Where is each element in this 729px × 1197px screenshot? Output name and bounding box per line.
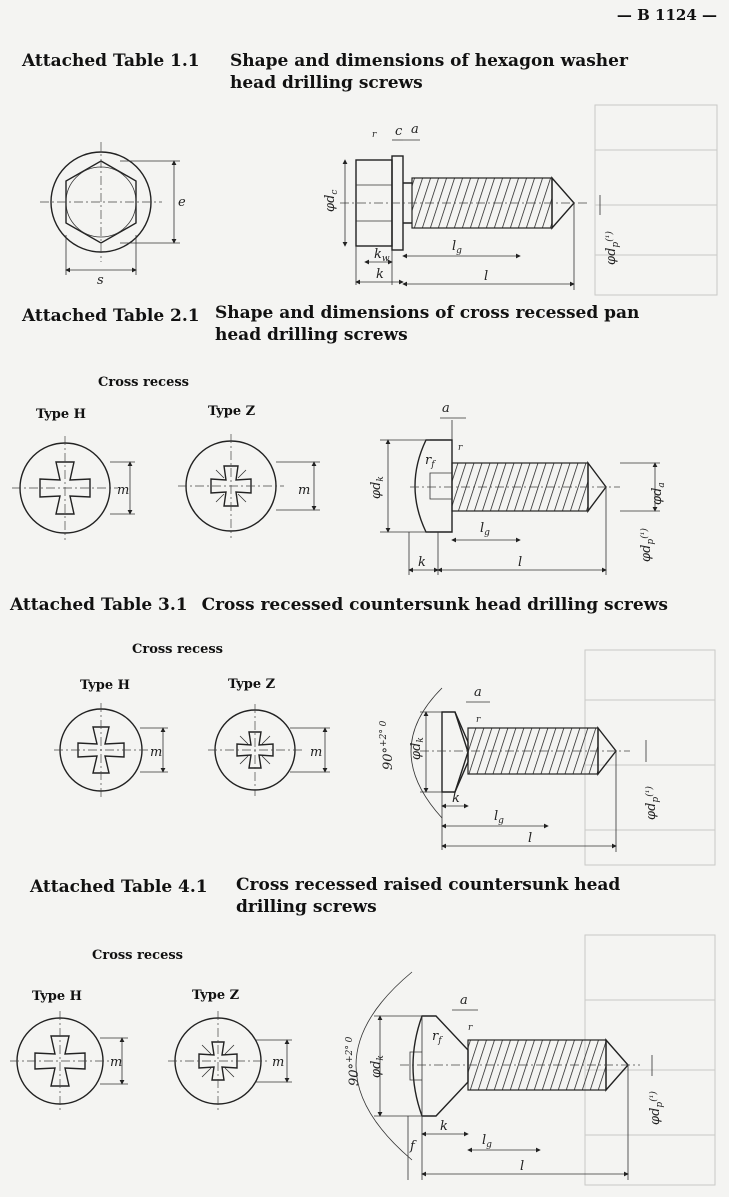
t2-dim-m-h: m <box>117 483 129 498</box>
t3-dim-lg: lg <box>494 809 504 826</box>
raised-countersunk-side-view: 90°+2° 0 φdk a r rf k lg f l φdp(¹) <box>345 971 665 1180</box>
t2-dim-l: l <box>518 555 522 570</box>
t3-dim-l: l <box>528 831 532 846</box>
table-2-title-line2: head drilling screws <box>215 325 408 345</box>
t3-dim-m-z: m <box>310 745 322 760</box>
hex-head-end-view: s e <box>40 142 186 288</box>
table-2-number: Attached Table 2.1 <box>22 306 200 326</box>
t4-dim-dp: φdp(¹) <box>648 1091 665 1125</box>
table-1-title-line1: Shape and dimensions of hexagon washer <box>230 51 628 71</box>
hex-head-side-view: φdc c a r kw k lg l φdp(¹) <box>323 122 621 290</box>
t4-dim-dk: φdk <box>369 1055 386 1078</box>
t4-dim-rf: rf <box>432 1029 443 1046</box>
t3-dim-dk: φdk <box>409 737 426 760</box>
dim-c-label: c <box>395 124 403 139</box>
t3-cross-recess-label: Cross recess <box>132 642 223 657</box>
t4-cross-recess-label: Cross recess <box>92 948 183 963</box>
t4-type-z-recess-view: m <box>168 1011 292 1111</box>
table-1-title: Attached Table 1.1 Shape and dimensions … <box>22 50 628 72</box>
dim-dc-label: φdc <box>323 190 340 212</box>
t3-dim-a: a <box>474 685 482 700</box>
t3-type-h-recess-view: m <box>54 703 168 797</box>
pan-head-side-view: φdk a r rf φda lg k l φdp(¹) <box>369 401 667 575</box>
t3-dim-m-h: m <box>150 745 162 760</box>
t2-dim-r: r <box>458 443 463 453</box>
t3-dim-k: k <box>452 791 460 806</box>
t3-type-h-label: Type H <box>80 678 130 693</box>
t4-dim-a: a <box>460 993 468 1008</box>
table-4-number: Attached Table 4.1 <box>30 877 208 897</box>
t3-type-z-recess-view: m <box>208 704 330 796</box>
t2-type-h-recess-view: m <box>12 436 135 540</box>
t2-dim-m-z: m <box>298 483 310 498</box>
t3-dim-r: r <box>476 715 481 725</box>
dim-k-label: k <box>376 267 384 282</box>
dim-s-label: s <box>97 273 104 288</box>
table-4-title-line2: drilling screws <box>236 897 377 917</box>
dim-l-label: l <box>484 269 488 284</box>
t4-dim-m-h: m <box>110 1055 122 1070</box>
dim-kw-label: kw <box>374 247 390 264</box>
t2-dim-lg: lg <box>480 521 490 538</box>
table-1-title-line2: head drilling screws <box>230 73 423 93</box>
t4-dim-l: l <box>520 1159 524 1174</box>
t4-dim-r: r <box>468 1023 473 1033</box>
t4-dim-f: f <box>409 1139 417 1154</box>
t3-dim-angle: 90°+2° 0 <box>379 720 396 770</box>
t4-dim-angle: 90°+2° 0 <box>345 1036 362 1086</box>
t2-type-h-label: Type H <box>36 407 86 422</box>
table-1-number: Attached Table 1.1 <box>22 51 200 71</box>
dim-e-label: e <box>178 195 186 210</box>
t3-type-z-label: Type Z <box>228 677 276 692</box>
table-2-title-line1: Shape and dimensions of cross recessed p… <box>215 303 640 323</box>
t2-dim-da: φda <box>650 482 667 505</box>
table-3-title: Attached Table 3.1 Cross recessed counte… <box>10 594 668 616</box>
t3-dim-dp: φdp(¹) <box>644 786 661 820</box>
t2-dim-rf: rf <box>425 453 436 470</box>
dim-r-label: r <box>372 130 377 140</box>
t2-dim-dk: φdk <box>369 476 386 499</box>
t2-type-z-recess-view: m <box>178 434 320 538</box>
t4-dim-m-z: m <box>272 1055 284 1070</box>
table-3-title-line1: Cross recessed countersunk head drilling… <box>201 595 668 615</box>
t2-dim-a: a <box>442 401 450 416</box>
ghost-table-background <box>584 104 718 1186</box>
countersunk-side-view: 90°+2° 0 φdk a r k lg l φdp(¹) <box>379 685 661 852</box>
t2-dim-k: k <box>418 555 426 570</box>
t4-dim-lg: lg <box>482 1133 492 1150</box>
t2-cross-recess-label: Cross recess <box>98 375 189 390</box>
dim-lg-label: lg <box>452 239 462 256</box>
t4-type-h-recess-view: m <box>10 1011 128 1111</box>
t4-dim-k: k <box>440 1119 448 1134</box>
t4-type-h-label: Type H <box>32 989 82 1004</box>
table-3-number: Attached Table 3.1 <box>10 595 188 615</box>
table-4-title-line1: Cross recessed raised countersunk head <box>236 875 621 895</box>
dim-a-label: a <box>411 122 419 137</box>
t2-dim-dp: φdp(¹) <box>639 528 656 562</box>
dim-dp-label: φdp(¹) <box>604 231 621 265</box>
page-header: — B 1124 — <box>616 6 717 24</box>
t2-type-z-label: Type Z <box>208 404 256 419</box>
t4-type-z-label: Type Z <box>192 988 240 1003</box>
